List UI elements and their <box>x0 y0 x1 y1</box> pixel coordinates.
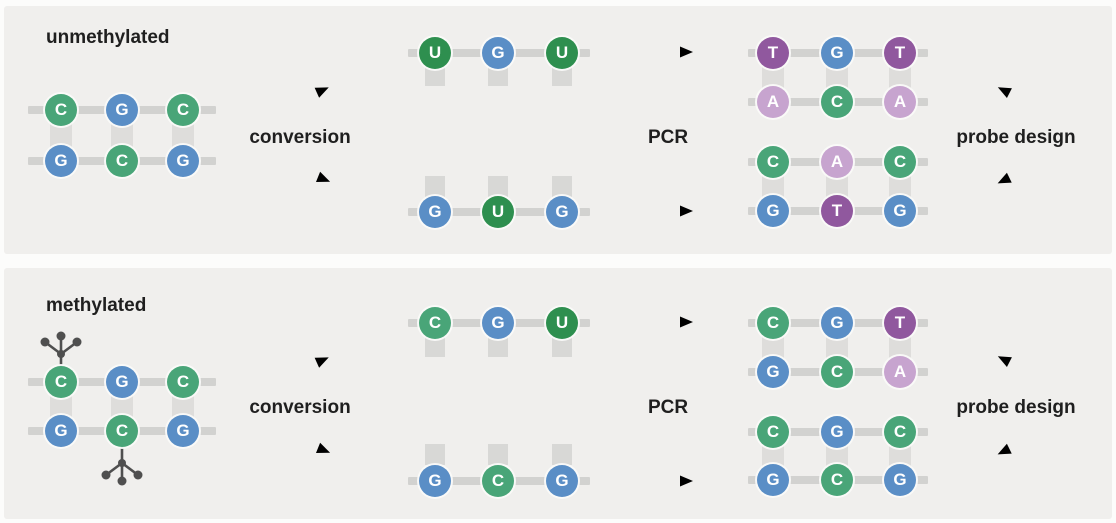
base-circle: G <box>821 416 853 448</box>
base-circle: G <box>821 307 853 339</box>
broken-bond-stub <box>488 176 508 197</box>
base-circle: C <box>757 416 789 448</box>
broken-bond-stub <box>552 66 572 86</box>
pcr-label: PCR <box>647 127 689 148</box>
base-circle: U <box>482 196 514 228</box>
probe-design-label: probe design <box>956 397 1076 418</box>
base-circle: T <box>884 307 916 339</box>
broken-bond-stub <box>552 176 572 197</box>
base-circle: C <box>821 356 853 388</box>
base-circle: G <box>167 145 199 177</box>
broken-bond-stub <box>425 336 445 357</box>
section-title-methylated: methylated <box>46 295 147 316</box>
base-circle: C <box>45 366 77 398</box>
base-circle: C <box>757 146 789 178</box>
conversion-label: conversion <box>249 397 351 418</box>
methyl-group-icon <box>40 331 82 370</box>
section-title-unmethylated: unmethylated <box>46 27 170 48</box>
base-circle: C <box>821 86 853 118</box>
broken-bond-stub <box>552 336 572 357</box>
broken-bond-stub <box>488 66 508 86</box>
base-circle: C <box>821 464 853 496</box>
base-circle: C <box>106 415 138 447</box>
probe-design-label: probe design <box>956 127 1076 148</box>
base-circle: A <box>884 86 916 118</box>
base-circle: U <box>419 37 451 69</box>
broken-bond-stub <box>425 444 445 465</box>
base-circle: T <box>884 37 916 69</box>
base-circle: G <box>482 37 514 69</box>
base-circle: G <box>482 307 514 339</box>
base-circle: G <box>546 196 578 228</box>
broken-bond-stub <box>425 176 445 197</box>
base-circle: C <box>884 146 916 178</box>
base-circle: G <box>884 195 916 227</box>
base-circle: T <box>821 195 853 227</box>
arrow-right-icon <box>642 316 693 328</box>
base-circle: G <box>884 464 916 496</box>
base-circle: G <box>45 415 77 447</box>
arrow-right-icon <box>642 46 693 58</box>
base-circle: G <box>419 465 451 497</box>
base-circle: T <box>757 37 789 69</box>
base-circle: C <box>884 416 916 448</box>
base-circle: A <box>884 356 916 388</box>
base-circle: A <box>757 86 789 118</box>
base-circle: G <box>757 356 789 388</box>
base-circle: G <box>106 94 138 126</box>
broken-bond-stub <box>488 444 508 465</box>
broken-bond-stub <box>425 66 445 86</box>
broken-bond-stub <box>552 444 572 465</box>
base-circle: G <box>757 195 789 227</box>
base-circle: C <box>482 465 514 497</box>
arrow-right-icon <box>642 205 693 217</box>
base-circle: C <box>419 307 451 339</box>
conversion-label: conversion <box>249 127 351 148</box>
base-circle: G <box>821 37 853 69</box>
base-circle: A <box>821 146 853 178</box>
base-circle: C <box>167 366 199 398</box>
base-circle: G <box>45 145 77 177</box>
base-circle: G <box>167 415 199 447</box>
base-circle: C <box>167 94 199 126</box>
base-circle: C <box>45 94 77 126</box>
base-circle: G <box>546 465 578 497</box>
methyl-group-icon <box>101 447 143 486</box>
base-circle: G <box>419 196 451 228</box>
base-circle: U <box>546 37 578 69</box>
arrow-right-icon <box>642 475 693 487</box>
base-circle: U <box>546 307 578 339</box>
base-circle: G <box>757 464 789 496</box>
pcr-label: PCR <box>647 397 689 418</box>
base-circle: C <box>757 307 789 339</box>
base-circle: G <box>106 366 138 398</box>
base-circle: C <box>106 145 138 177</box>
broken-bond-stub <box>488 336 508 357</box>
